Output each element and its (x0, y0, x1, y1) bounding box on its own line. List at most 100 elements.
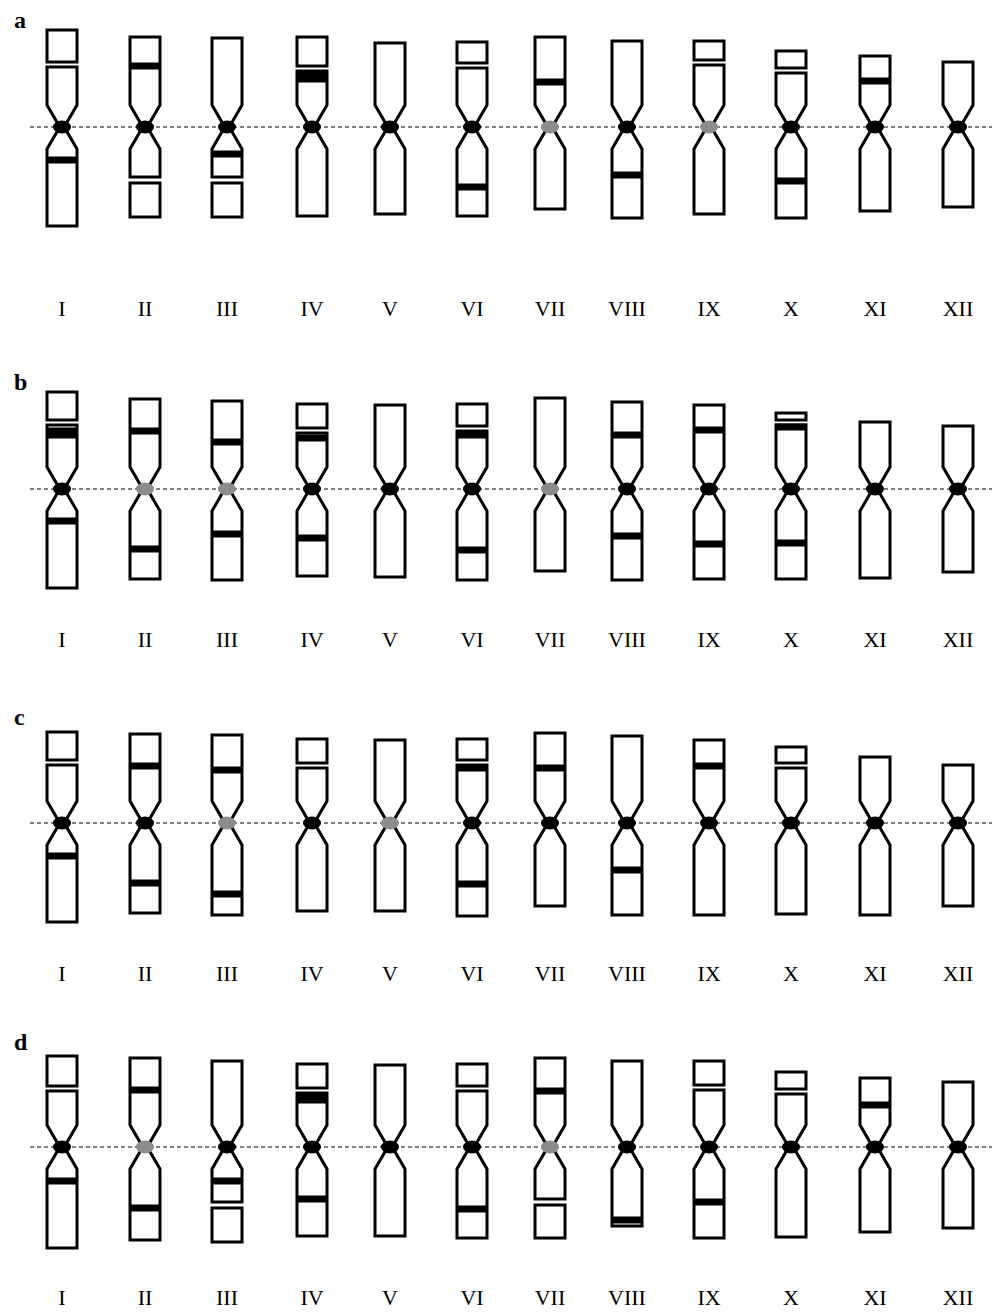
chromosome-arm (776, 1094, 806, 1237)
chromosome (859, 1078, 891, 1232)
karyotype-panel (30, 732, 992, 922)
satellite (776, 413, 806, 420)
chromosome-arm (130, 1058, 160, 1240)
satellite (694, 1061, 724, 1085)
centromere (218, 817, 236, 830)
chromosome-number: XII (943, 629, 974, 651)
band (456, 547, 488, 554)
chromosome-arm (375, 740, 405, 911)
centromere (136, 121, 154, 134)
band (211, 439, 243, 446)
chromosome (694, 41, 724, 214)
chromosome-number: XI (863, 629, 886, 651)
centromere (53, 121, 71, 134)
chromosome-arm (860, 56, 890, 211)
centromere (136, 817, 154, 830)
chromosome-number: XII (943, 963, 974, 985)
chromosome (859, 56, 891, 211)
chromosome (775, 51, 807, 218)
chromosome-arm (457, 1091, 487, 1238)
chromosome-arm (943, 62, 973, 207)
band (693, 763, 725, 770)
band (46, 428, 78, 439)
centromere (700, 121, 718, 134)
band (611, 432, 643, 439)
chromosome-number: VI (460, 963, 483, 985)
chromosome-arm (47, 67, 77, 226)
satellite (694, 41, 724, 60)
chromosome-number: X (783, 963, 799, 985)
satellite (776, 51, 806, 68)
band (296, 535, 328, 542)
chromosome-arm (860, 422, 890, 578)
chromosome-arm (297, 1093, 327, 1236)
chromosome-number: V (382, 963, 398, 985)
chromosome-arm (297, 71, 327, 216)
band (611, 867, 643, 874)
centromere (218, 1141, 236, 1154)
band (211, 1178, 243, 1185)
chromosome-number: VII (535, 1287, 566, 1309)
chromosome-arm (130, 734, 160, 913)
band (129, 1205, 161, 1212)
chromosome (211, 401, 243, 580)
band (129, 428, 161, 435)
chromosome-number: III (216, 298, 238, 320)
chromosome-number: I (58, 629, 65, 651)
band (296, 1093, 328, 1104)
chromosome-number: VIII (608, 298, 646, 320)
chromosome-number: VII (535, 629, 566, 651)
chromosome-number: X (783, 1287, 799, 1309)
band (534, 1088, 566, 1095)
centromere (53, 483, 71, 496)
chromosome-arm (694, 1090, 724, 1238)
chromosome-arm (212, 38, 242, 177)
centromere (53, 1141, 71, 1154)
chromosome-number: II (138, 1287, 153, 1309)
satellite (212, 183, 242, 217)
band (46, 853, 78, 860)
chromosome (456, 404, 488, 580)
band (456, 432, 488, 439)
karyotype-panel (30, 30, 992, 226)
chromosome-number: VIII (608, 963, 646, 985)
chromosome-number: IV (300, 963, 323, 985)
chromosome-arm (943, 426, 973, 572)
centromere (782, 121, 800, 134)
centromere (782, 1141, 800, 1154)
centromere (866, 1141, 884, 1154)
chromosome-arm (212, 401, 242, 580)
band (211, 531, 243, 538)
chromosome (693, 405, 725, 579)
chromosome-number: II (138, 629, 153, 651)
chromosome-number: X (783, 298, 799, 320)
band (46, 157, 78, 164)
band (456, 881, 488, 888)
centromere (541, 121, 559, 134)
band (129, 880, 161, 887)
satellite (776, 1072, 806, 1089)
chromosome (943, 426, 973, 572)
satellite (297, 739, 327, 763)
centromere-line (30, 1147, 992, 1148)
band (693, 427, 725, 434)
chromosome (456, 42, 488, 216)
chromosome-number: VII (535, 298, 566, 320)
chromosome-arm (47, 425, 77, 588)
chromosome (693, 740, 725, 915)
centromere (866, 121, 884, 134)
chromosome (943, 1082, 973, 1228)
chromosome-arm (375, 1065, 405, 1236)
satellite (47, 732, 77, 760)
chromosome-number: II (138, 963, 153, 985)
band (129, 1087, 161, 1094)
centromere (381, 817, 399, 830)
chromosome-arm (47, 765, 77, 922)
chromosome-number: XI (863, 1287, 886, 1309)
chromosome-arm (943, 765, 973, 906)
chromosome (211, 38, 243, 217)
chromosome-number: XI (863, 298, 886, 320)
centromere (463, 1141, 481, 1154)
band (456, 765, 488, 772)
band (211, 151, 243, 158)
